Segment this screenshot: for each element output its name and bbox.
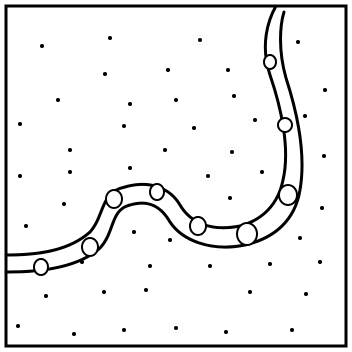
background-dot bbox=[322, 154, 326, 158]
background-dot bbox=[208, 264, 212, 268]
background-dot bbox=[253, 118, 257, 122]
cell-ellipse bbox=[237, 223, 257, 245]
cell-ellipse bbox=[150, 184, 164, 200]
cell-ellipse bbox=[264, 55, 276, 69]
cell-ellipse bbox=[106, 190, 122, 208]
background-dot bbox=[68, 148, 72, 152]
cell-ellipse bbox=[34, 259, 48, 275]
background-dot bbox=[224, 330, 228, 334]
background-dot bbox=[16, 324, 20, 328]
background-dot bbox=[248, 290, 252, 294]
background-dot bbox=[40, 44, 44, 48]
background-dot bbox=[192, 126, 196, 130]
background-dot bbox=[260, 170, 264, 174]
background-dot bbox=[163, 148, 167, 152]
background-dot bbox=[122, 328, 126, 332]
background-dot bbox=[323, 88, 327, 92]
background-dot bbox=[206, 174, 210, 178]
cell-ellipse bbox=[82, 238, 98, 256]
background-dot bbox=[303, 114, 307, 118]
background-dot bbox=[174, 98, 178, 102]
background-dot bbox=[296, 40, 300, 44]
background-dot bbox=[108, 36, 112, 40]
cell-ellipse bbox=[278, 118, 292, 132]
background-dot bbox=[102, 290, 106, 294]
background-dot bbox=[226, 68, 230, 72]
tube-wall-upper bbox=[8, 6, 286, 255]
background-dot bbox=[320, 206, 324, 210]
background-dot bbox=[68, 170, 72, 174]
background-dot bbox=[148, 264, 152, 268]
background-dot bbox=[198, 38, 202, 42]
cell-ellipse bbox=[279, 185, 297, 205]
background-dot bbox=[166, 68, 170, 72]
background-dot bbox=[232, 94, 236, 98]
cell-ellipse bbox=[190, 217, 206, 235]
background-dot bbox=[290, 328, 294, 332]
background-dot bbox=[132, 230, 136, 234]
background-dot bbox=[144, 288, 148, 292]
background-dot bbox=[18, 174, 22, 178]
background-dot bbox=[174, 326, 178, 330]
background-dot bbox=[318, 260, 322, 264]
tube bbox=[8, 6, 302, 272]
frame-border bbox=[6, 6, 346, 346]
background-dot bbox=[268, 262, 272, 266]
background-dot bbox=[18, 122, 22, 126]
background-dot bbox=[56, 98, 60, 102]
background-dot bbox=[298, 236, 302, 240]
background-dot bbox=[228, 196, 232, 200]
background-dot bbox=[304, 292, 308, 296]
background-dot bbox=[168, 238, 172, 242]
background-dot bbox=[72, 332, 76, 336]
background-dot bbox=[128, 102, 132, 106]
background-dot bbox=[24, 224, 28, 228]
background-dot bbox=[230, 150, 234, 154]
background-dot bbox=[62, 202, 66, 206]
background-dot bbox=[128, 166, 132, 170]
background-dot bbox=[103, 72, 107, 76]
background-dot bbox=[122, 124, 126, 128]
background-dot bbox=[44, 294, 48, 298]
